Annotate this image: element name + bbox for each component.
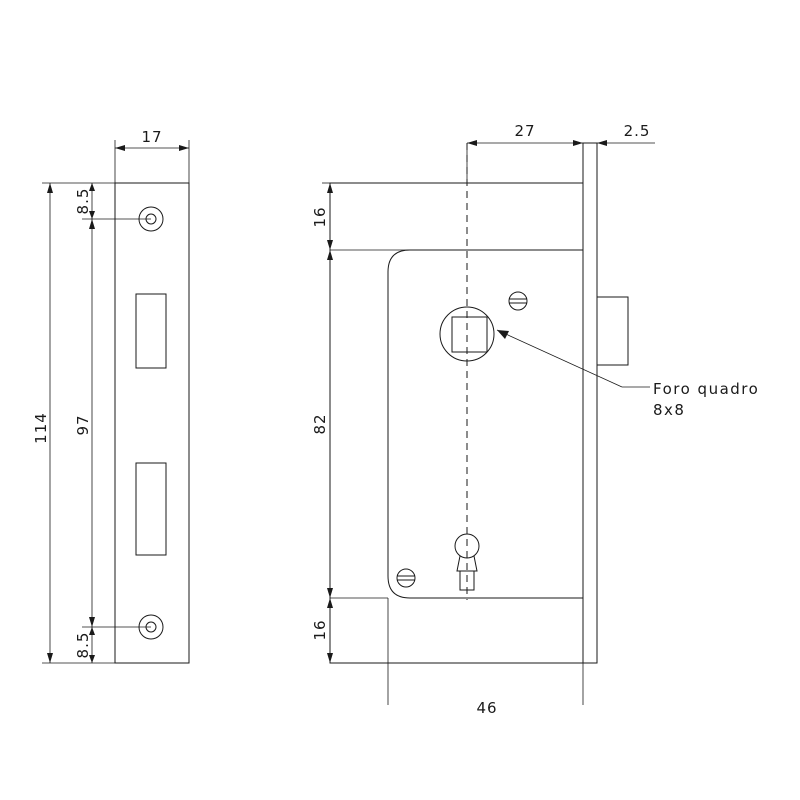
dim-case-to-spindle: 27 bbox=[514, 122, 535, 140]
lock-body-view: Foro quadro 8x8 27 2.5 16 82 1 bbox=[311, 122, 759, 717]
dim-bottom-margin: 16 bbox=[311, 619, 329, 640]
lock-case-outline bbox=[329, 182, 584, 664]
latch-slot bbox=[135, 293, 167, 369]
faceplate-outline bbox=[114, 182, 190, 664]
dim-hole-spacing: 97 bbox=[74, 414, 92, 435]
cover-plate-outline bbox=[387, 249, 583, 599]
screw-bottom bbox=[396, 568, 416, 588]
dim-faceplate-thickness: 2.5 bbox=[624, 122, 651, 140]
screw-top bbox=[508, 291, 528, 311]
latch-bolt bbox=[596, 296, 629, 366]
faceplate-side bbox=[582, 142, 598, 664]
faceplate-view: 17 114 97 8.5 8.5 bbox=[32, 128, 190, 664]
spindle-hub bbox=[439, 306, 495, 362]
dim-body-depth: 46 bbox=[476, 699, 497, 717]
callout-label-line1: Foro quadro bbox=[653, 380, 759, 398]
dim-overall-height: 114 bbox=[32, 412, 50, 444]
callout-leader bbox=[496, 329, 623, 388]
dim-body-height: 82 bbox=[311, 413, 329, 434]
callout-label-line2: 8x8 bbox=[653, 401, 685, 419]
dim-top-margin: 16 bbox=[311, 206, 329, 227]
dim-faceplate-width: 17 bbox=[141, 128, 162, 146]
keyhole bbox=[454, 533, 480, 591]
square-spindle-hole bbox=[451, 316, 488, 353]
bolt-slot bbox=[135, 462, 167, 556]
dim-hole-offset-top: 8.5 bbox=[74, 188, 92, 215]
dim-hole-offset-bottom: 8.5 bbox=[74, 632, 92, 659]
